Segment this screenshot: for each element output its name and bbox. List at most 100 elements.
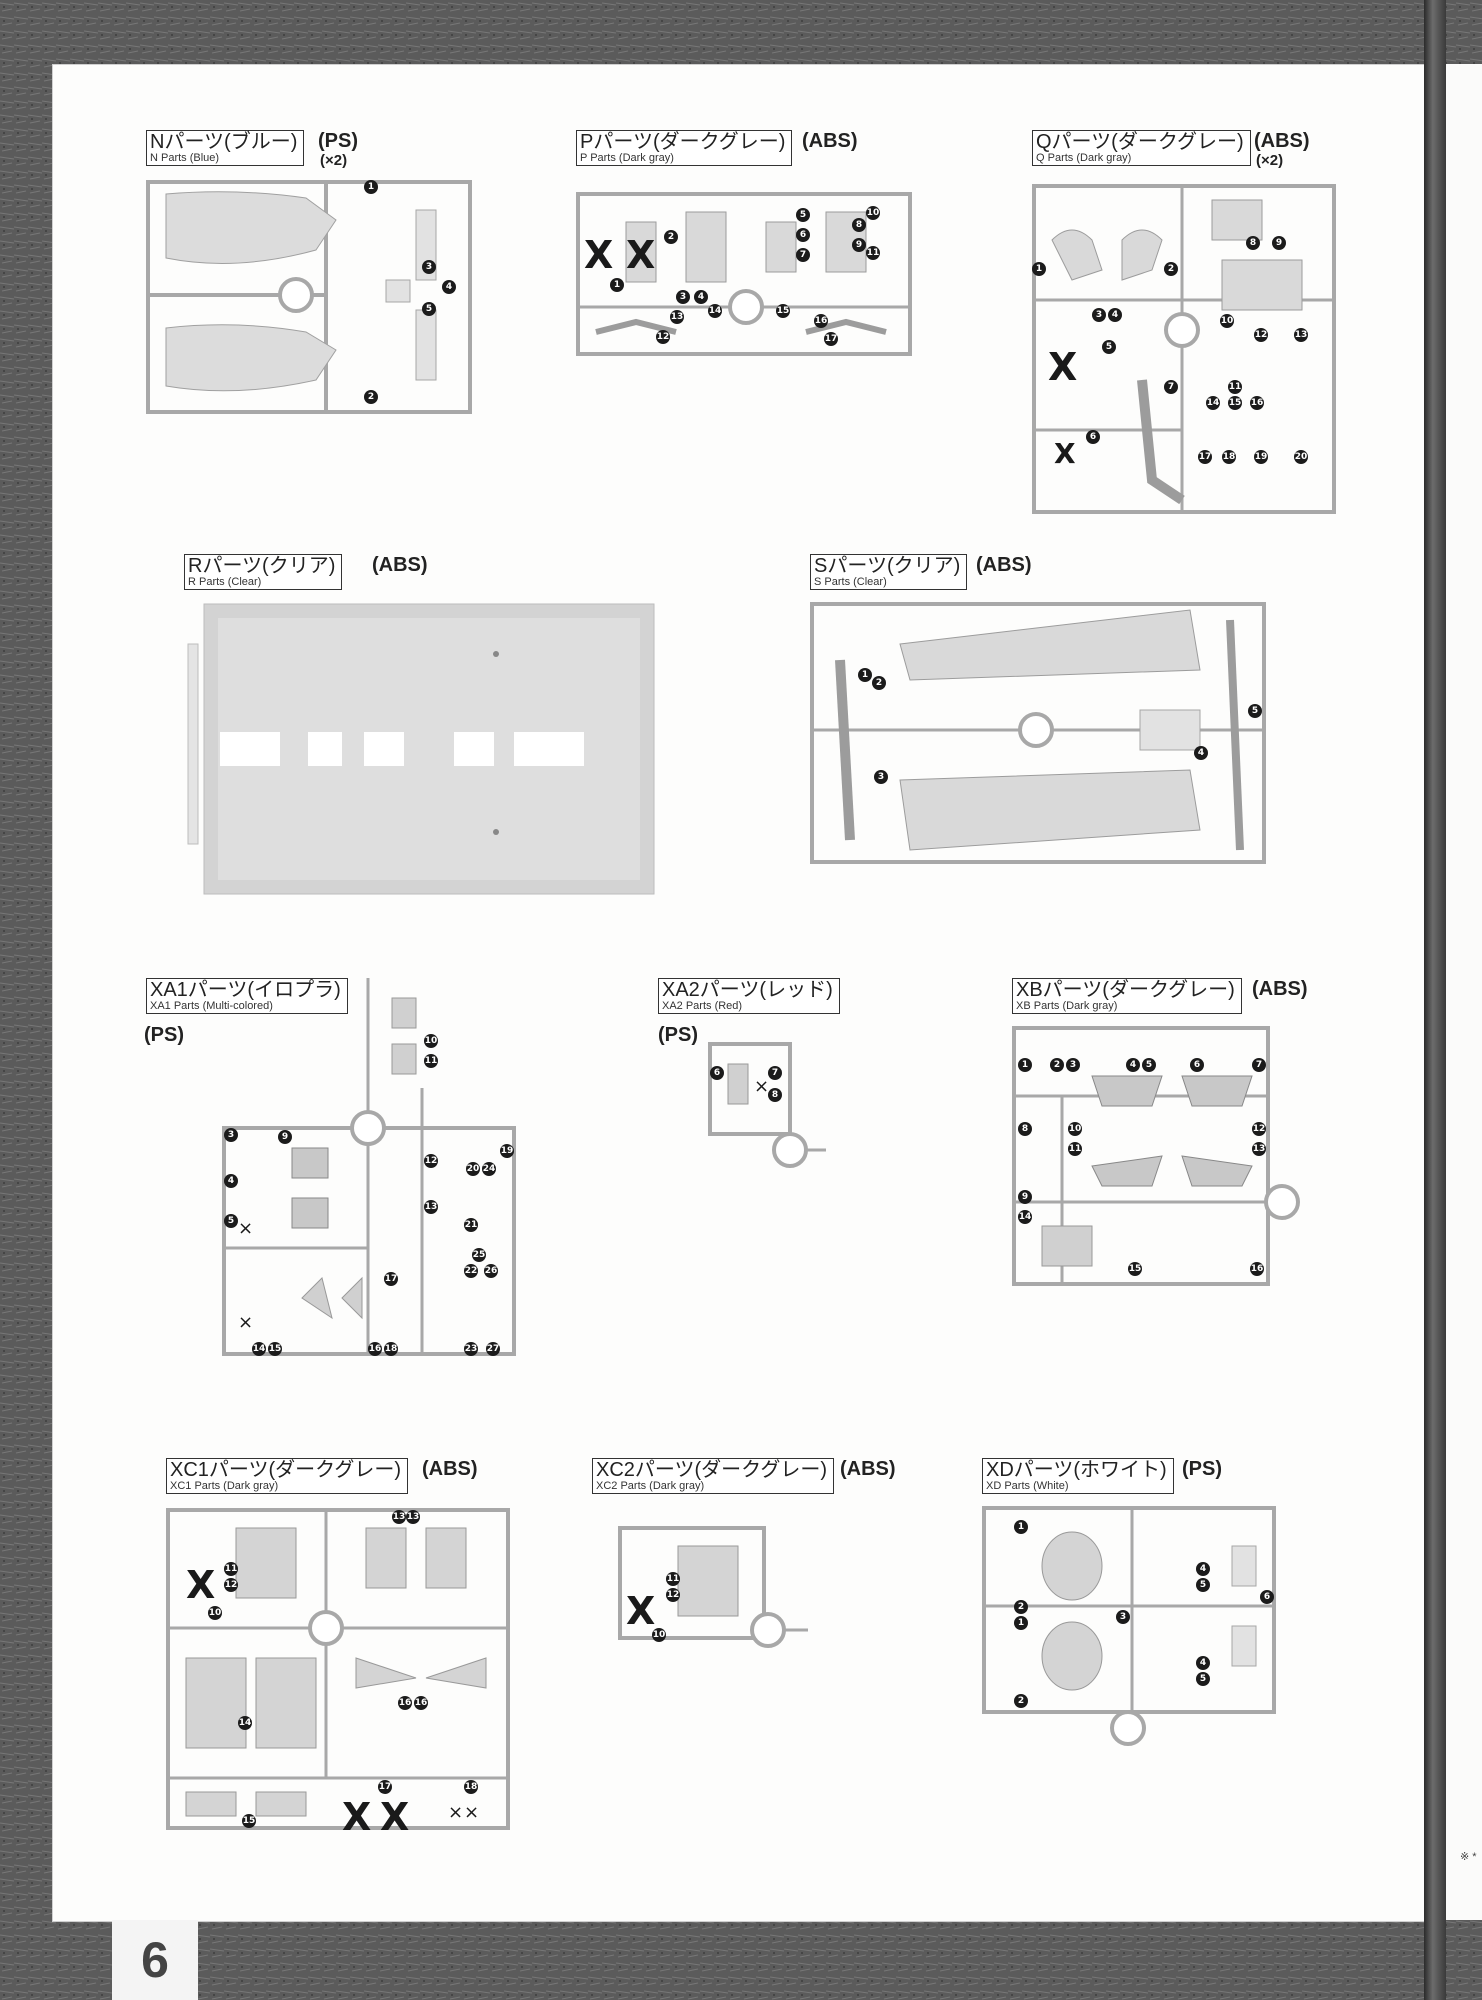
part-number: 16 xyxy=(414,1696,428,1710)
part-number: 16 xyxy=(814,314,828,328)
sprue-frame: X X 1 2 3 4 5 6 7 8 9 10 11 12 13 14 15 … xyxy=(576,192,916,362)
label-en: XA1 Parts (Multi-colored) xyxy=(150,1000,273,1012)
part-number: 13 xyxy=(1252,1142,1266,1156)
runner-diagram xyxy=(618,1526,808,1648)
label-box: XDパーツ(ホワイト) XD Parts (White) xyxy=(982,1458,1174,1494)
quantity-tag: (×2) xyxy=(320,152,348,169)
part-number: 5 xyxy=(422,302,436,316)
part-number: 4 xyxy=(1196,1562,1210,1576)
part-number: 19 xyxy=(1254,450,1268,464)
sprue-xa1: XA1パーツ(イロプラ) XA1 Parts (Multi-colored) (… xyxy=(144,978,526,1368)
label-en: XD Parts (White) xyxy=(986,1480,1069,1492)
material-tag: (PS) xyxy=(318,130,358,152)
material-tag: (PS) xyxy=(144,1024,184,1046)
label-box: XA1パーツ(イロプラ) XA1 Parts (Multi-colored) xyxy=(146,978,348,1014)
part-number: 3 xyxy=(676,290,690,304)
part-number: 20 xyxy=(1294,450,1308,464)
part-number: 9 xyxy=(1018,1190,1032,1204)
label-jp: Sパーツ(クリア) xyxy=(814,555,961,577)
part-number: 9 xyxy=(1272,236,1286,250)
part-number: 10 xyxy=(652,1628,666,1642)
part-number: 1 xyxy=(1014,1520,1028,1534)
part-number: 12 xyxy=(424,1154,438,1168)
part-number: 9 xyxy=(852,238,866,252)
side-note: ※ * xyxy=(1460,1851,1477,1863)
sprue-q: Qパーツ(ダークグレー) Q Parts (Dark gray) (ABS) (… xyxy=(1032,130,1352,530)
part-number: 11 xyxy=(1228,380,1242,394)
part-number: 16 xyxy=(398,1696,412,1710)
material-tag: (PS) xyxy=(1182,1458,1222,1480)
label-jp: XC2パーツ(ダークグレー) xyxy=(596,1459,828,1481)
part-number: 15 xyxy=(1228,396,1242,410)
part-number: 7 xyxy=(768,1066,782,1080)
label-jp: XC1パーツ(ダークグレー) xyxy=(170,1459,402,1481)
part-number: 4 xyxy=(442,280,456,294)
excluded-mark: X xyxy=(342,1795,372,1839)
sprue-label: XA2パーツ(レッド) XA2 Parts (Red) (PS) xyxy=(658,978,858,1046)
part-number: 12 xyxy=(1252,1122,1266,1136)
part-number: 12 xyxy=(224,1578,238,1592)
excluded-mark: × xyxy=(464,1802,480,1823)
sprue-label: Pパーツ(ダークグレー) P Parts (Dark gray) (ABS) xyxy=(576,130,916,170)
sprue-p: Pパーツ(ダークグレー) P Parts (Dark gray) (ABS) X… xyxy=(576,130,916,370)
label-en: XC1 Parts (Dark gray) xyxy=(170,1480,279,1492)
part-number: 7 xyxy=(796,248,810,262)
sprue-frame xyxy=(618,1518,818,1668)
part-number: 10 xyxy=(866,206,880,220)
runner-diagram xyxy=(146,180,472,414)
part-number: 5 xyxy=(1196,1578,1210,1592)
part-number: 16 xyxy=(1250,396,1264,410)
part-number: 6 xyxy=(796,228,810,242)
part-number: 22 xyxy=(464,1264,478,1278)
runner-diagram xyxy=(810,602,1266,864)
part-number: 18 xyxy=(384,1342,398,1356)
part-number: 2 xyxy=(1014,1600,1028,1614)
label-en: R Parts (Clear) xyxy=(188,576,262,588)
sprue-frame xyxy=(708,1024,828,1174)
part-number: 13 xyxy=(670,310,684,324)
part-number: 4 xyxy=(1196,1656,1210,1670)
label-box: XA2パーツ(レッド) XA2 Parts (Red) xyxy=(658,978,840,1014)
runner-diagram xyxy=(187,603,655,895)
label-box: XBパーツ(ダークグレー) XB Parts (Dark gray) xyxy=(1012,978,1242,1014)
part-number: 12 xyxy=(1254,328,1268,342)
part-number: 14 xyxy=(708,304,722,318)
material-tag: (ABS) xyxy=(372,554,428,576)
part-number: 1 xyxy=(1018,1058,1032,1072)
part-number: 2 xyxy=(872,676,886,690)
part-number: 15 xyxy=(268,1342,282,1356)
part-number: 6 xyxy=(1260,1590,1274,1604)
sprue-xb: XBパーツ(ダークグレー) XB Parts (Dark gray) (ABS)… xyxy=(1012,978,1342,1308)
part-number: 16 xyxy=(1250,1262,1264,1276)
part-number: 4 xyxy=(694,290,708,304)
label-en: N Parts (Blue) xyxy=(150,152,220,164)
sprue-label: XA1パーツ(イロプラ) XA1 Parts (Multi-colored) (… xyxy=(144,978,526,1046)
part-number: 6 xyxy=(710,1066,724,1080)
runner-diagram xyxy=(708,1042,826,1168)
part-number: 3 xyxy=(1066,1058,1080,1072)
part-number: 11 xyxy=(424,1054,438,1068)
part-number: 5 xyxy=(1102,340,1116,354)
excluded-mark: X xyxy=(626,233,656,277)
label-box: Pパーツ(ダークグレー) P Parts (Dark gray) xyxy=(576,130,793,166)
part-number: 10 xyxy=(1068,1122,1082,1136)
part-number: 10 xyxy=(424,1034,438,1048)
label-jp: XA2パーツ(レッド) xyxy=(662,979,833,1001)
part-number: 3 xyxy=(224,1128,238,1142)
part-number: 17 xyxy=(1198,450,1212,464)
runner-diagram xyxy=(222,978,516,1356)
part-number: 1 xyxy=(1032,262,1046,276)
part-number: 26 xyxy=(484,1264,498,1278)
excluded-mark: X xyxy=(584,233,614,277)
runner-diagram xyxy=(1012,1026,1300,1286)
excluded-mark: X xyxy=(626,1589,656,1633)
sprue-r: Rパーツ(クリア) R Parts (Clear) (ABS) xyxy=(184,554,664,904)
label-box: Sパーツ(クリア) S Parts (Clear) xyxy=(810,554,968,590)
part-number: 10 xyxy=(1220,314,1234,328)
part-number: 14 xyxy=(238,1716,252,1730)
label-jp: XDパーツ(ホワイト) xyxy=(986,1459,1167,1481)
excluded-mark: × xyxy=(754,1076,770,1097)
material-tag: (ABS) xyxy=(422,1458,478,1480)
part-number: 20 xyxy=(466,1162,480,1176)
excluded-mark: × xyxy=(238,1312,254,1333)
